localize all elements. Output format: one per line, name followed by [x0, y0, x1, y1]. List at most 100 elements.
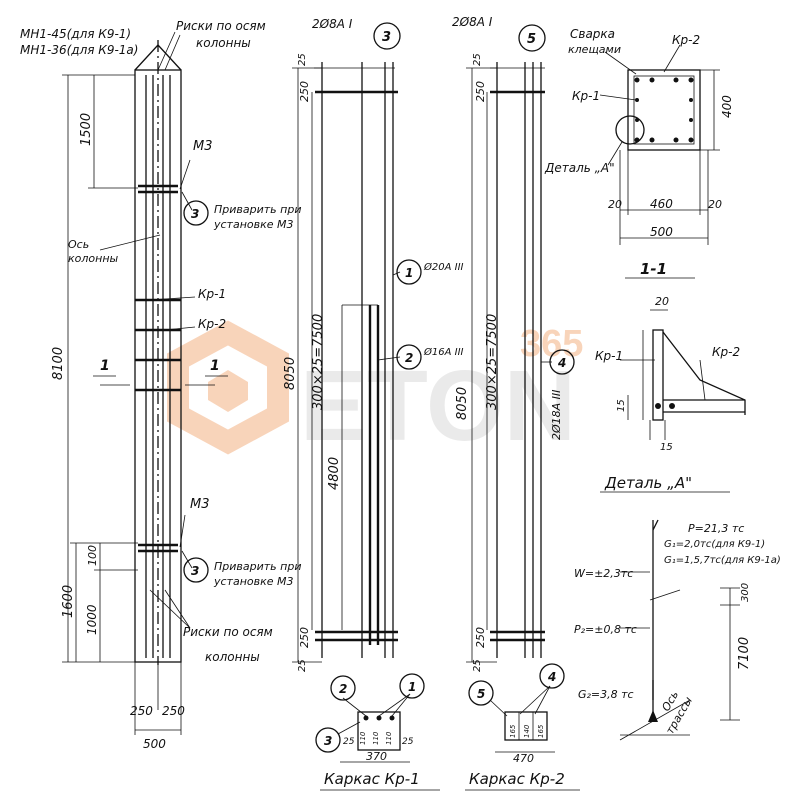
cage1-dim-25-top: 25 — [297, 53, 308, 66]
column-m3-bottom: М3 — [190, 497, 210, 512]
cage2-bar-top: 2Ø8А I — [452, 15, 493, 29]
column-m3-top: М3 — [193, 139, 213, 154]
cage2-title: Каркас Кр-2 — [469, 770, 565, 788]
cage1-sec-25a: 25 — [343, 737, 355, 747]
column-mark3-top: 3 — [191, 207, 199, 221]
cage1-dim-25-bottom: 25 — [297, 659, 308, 672]
detail-kr2: Кр-2 — [712, 345, 740, 359]
detail-dim-15a: 15 — [616, 399, 627, 412]
column-mark3-bottom: 3 — [191, 564, 199, 578]
cage1-sec-110b: 110 — [372, 731, 380, 745]
cage1-mark1-note: Ø20А III — [423, 261, 464, 273]
cage1-sec-mark2: 2 — [339, 682, 347, 696]
column-label-marks: Риски по осям — [176, 19, 266, 33]
cage2-sec-mark4: 4 — [547, 670, 556, 684]
cage2-dim-25-bottom: 25 — [472, 659, 483, 672]
cage1-sec-mark3: 3 — [324, 734, 332, 748]
loads-w: W=±2,3тс — [574, 567, 633, 580]
cage1-dim-4800: 4800 — [327, 457, 342, 490]
cage2-mark-top: 5 — [527, 32, 536, 47]
section-dim-20b: 20 — [708, 198, 722, 211]
detail-a — [600, 309, 746, 493]
cage-kr2-elevation — [465, 24, 580, 791]
cage2-sec-165a: 165 — [509, 724, 517, 738]
column-marks-bottom: Риски по осям — [183, 625, 273, 639]
section-dim-500: 500 — [650, 225, 673, 239]
cage1-mark-top: 3 — [382, 30, 391, 45]
column-weld-note1-top: Приварить при — [214, 203, 301, 216]
cage1-mark2: 2 — [405, 351, 413, 365]
section-weld-label2: клещами — [568, 43, 621, 56]
detail-title: Деталь „А" — [604, 474, 692, 492]
section-1-1 — [599, 44, 720, 279]
cage2-dim-spacing: 300×25=7500 — [485, 314, 500, 410]
load-scheme — [619, 519, 740, 741]
cage1-sec-110a: 110 — [359, 731, 367, 745]
section-title: 1-1 — [640, 260, 667, 278]
column-weld-note1-bottom: Приварить при — [214, 560, 301, 573]
column-dim-500: 500 — [143, 737, 166, 751]
watermark-logo: ETON 365 — [167, 320, 583, 462]
loads-g1b: G₁=1,5,7тс(для К9-1а) — [664, 555, 781, 566]
column-dim-250b: 250 — [162, 704, 185, 718]
column-marks2-bottom: колонны — [205, 650, 260, 664]
cage-kr1-elevation — [292, 22, 440, 791]
cage2-dim-total: 8050 — [455, 387, 470, 420]
loads-p: P=21,3 тс — [688, 522, 744, 535]
section-detail-label: Деталь „А" — [544, 161, 615, 175]
column-kr2: Кр-2 — [198, 317, 226, 331]
cage1-dim-250-bottom: 250 — [298, 627, 311, 648]
detail-kr1: Кр-1 — [595, 349, 623, 363]
cage1-sec-370: 370 — [366, 750, 387, 763]
section-dim-20a: 20 — [608, 198, 622, 211]
cage1-sec-25b: 25 — [402, 737, 414, 747]
column-dim-bottom: 1600 — [61, 585, 76, 618]
section-kr1: Кр-1 — [572, 89, 600, 103]
column-dim-250a: 250 — [130, 704, 153, 718]
column-label-marks2: колонны — [196, 36, 251, 50]
column-section-mark-left: 1 — [100, 358, 110, 374]
column-label-top2: МН1-36(для К9-1а) — [20, 43, 138, 57]
cage1-mark1: 1 — [405, 266, 413, 280]
detail-dim-20: 20 — [655, 295, 669, 308]
cage2-dim-25-top: 25 — [472, 53, 483, 66]
column-dim-total: 8100 — [51, 347, 66, 380]
column-axis-label2: колонны — [68, 252, 119, 265]
detail-dim-15b: 15 — [660, 442, 673, 453]
column-label-top1: МН1-45(для К9-1) — [20, 27, 131, 41]
loads-g1a: G₁=2,0тс(для К9-1) — [664, 539, 765, 550]
section-dim-460: 460 — [650, 197, 673, 211]
cage1-mark2-note: Ø16А III — [423, 346, 464, 358]
loads-p2: P₂=±0,8 тс — [574, 623, 637, 636]
cage1-title: Каркас Кр-1 — [324, 770, 420, 788]
cage1-dim-total: 8050 — [283, 357, 298, 390]
column-dim-1000: 1000 — [85, 604, 99, 635]
cage2-sec-470: 470 — [513, 752, 534, 765]
watermark-brand: ETON — [300, 350, 576, 462]
cage1-dim-250-top: 250 — [298, 81, 311, 102]
cage1-sec-mark1: 1 — [408, 680, 416, 694]
cage2-sec-mark5: 5 — [477, 687, 485, 701]
loads-g2: G₂=3,8 тс — [578, 688, 634, 701]
cage1-sec-110c: 110 — [385, 731, 393, 745]
loads-dim-300: 300 — [740, 583, 751, 602]
section-weld-label1: Сварка — [570, 27, 615, 41]
column-dim-100: 100 — [86, 545, 99, 566]
loads-dim-7100: 7100 — [737, 637, 752, 670]
cage2-mark4: 4 — [557, 356, 566, 370]
cage2-mark4-note: 2Ø18А III — [550, 390, 563, 440]
cage1-bar-top: 2Ø8А I — [312, 17, 353, 31]
cage2-dim-250-bottom: 250 — [474, 627, 487, 648]
section-kr2: Кр-2 — [672, 33, 700, 47]
column-elevation — [62, 31, 228, 735]
section-dim-400: 400 — [720, 95, 734, 118]
column-kr1: Кр-1 — [198, 287, 226, 301]
column-section-mark-right: 1 — [210, 358, 220, 374]
column-axis-label1: Ось — [68, 238, 89, 251]
cage2-dim-250-top: 250 — [474, 81, 487, 102]
cage2-sec-165b: 165 — [537, 724, 545, 738]
cage1-dim-spacing: 300×25=7500 — [311, 314, 326, 410]
column-weld-note2-top: установке М3 — [213, 218, 294, 231]
